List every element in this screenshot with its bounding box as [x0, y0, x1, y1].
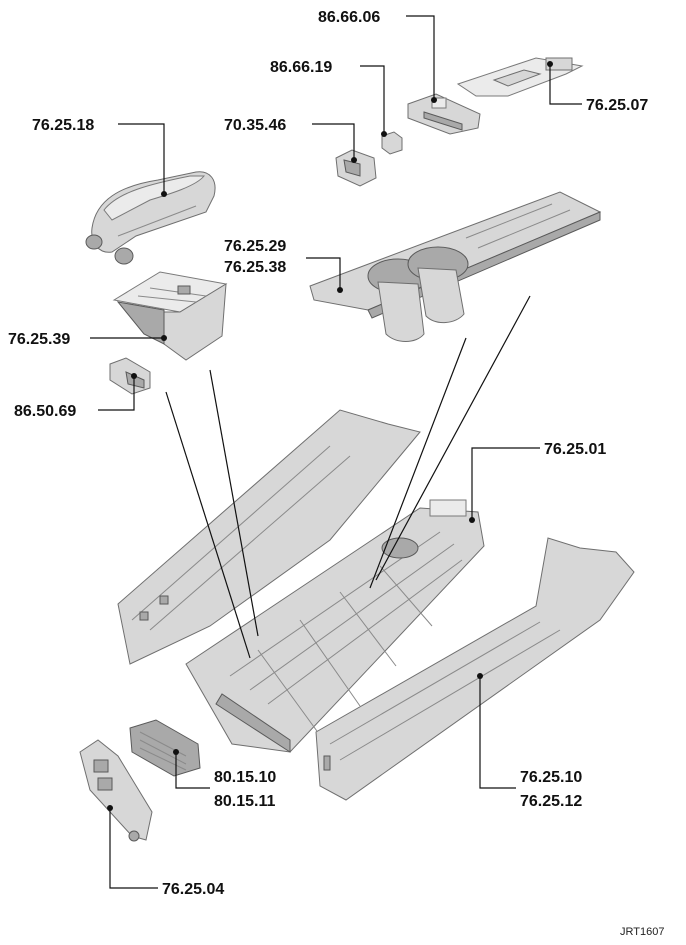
rear-end-cap-illustration [79, 739, 153, 842]
cupholder-panel-illustration [309, 191, 602, 342]
part-label-side-panel-rh-1: 76.25.10 [520, 769, 582, 786]
part-label-small-module: 70.35.46 [224, 117, 286, 134]
part-label-cupholder-panel-2: 76.25.38 [224, 259, 286, 276]
part-label-selector-panel: 86.66.06 [318, 9, 380, 26]
part-label-console-body: 76.25.01 [544, 441, 606, 458]
armrest-lid-illustration [85, 171, 216, 265]
part-label-armrest-bin: 76.25.39 [8, 331, 70, 348]
part-label-rear-vent-1: 80.15.10 [214, 769, 276, 786]
part-label-trim-finisher: 76.25.07 [586, 97, 648, 114]
armrest-bin-illustration [112, 271, 228, 361]
side-panel-lh-illustration [117, 409, 421, 665]
assembly-guide-lines [165, 295, 531, 659]
small-connector-illustration [381, 131, 403, 155]
part-labels: 86.66.06 86.66.19 76.25.07 76.25.18 70.3… [8, 9, 648, 898]
bin-switch-illustration [109, 357, 151, 395]
part-label-cupholder-panel-1: 76.25.29 [224, 238, 286, 255]
side-panel-rh-illustration [315, 537, 635, 801]
small-module-illustration [335, 149, 377, 187]
rear-vent-illustration [129, 719, 201, 777]
console-body-illustration [185, 499, 485, 753]
leader-lines [90, 15, 582, 889]
part-label-bin-switch: 86.50.69 [14, 403, 76, 420]
illustration-reference-code: JRT1607 [620, 926, 664, 938]
part-label-side-panel-rh-2: 76.25.12 [520, 793, 582, 810]
part-label-rear-vent-2: 80.15.11 [214, 793, 276, 810]
selector-panel-illustration [407, 93, 481, 135]
trim-finisher-illustration [456, 57, 584, 97]
part-label-rear-end-cap: 76.25.04 [162, 881, 224, 898]
part-label-armrest-lid: 76.25.18 [32, 117, 94, 134]
part-label-small-connector: 86.66.19 [270, 59, 332, 76]
